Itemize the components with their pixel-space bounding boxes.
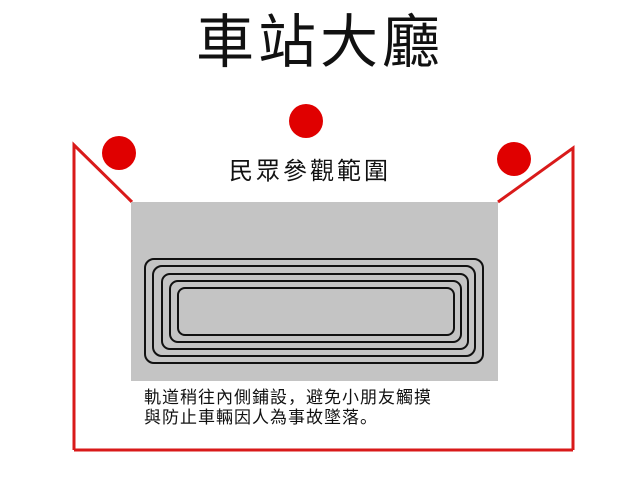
safety-note-line-2: 與防止車輛因人為事故墜落。 [144, 408, 378, 428]
boundary-right-wall [497, 145, 575, 450]
track-loop-3 [161, 273, 469, 350]
platform-area [131, 202, 498, 381]
track-loop-inner [177, 287, 455, 336]
light-center-icon [289, 104, 323, 138]
track-loop-4 [169, 280, 462, 343]
viewing-area-label: 民眾參觀範圍 [229, 157, 391, 185]
hall-boundary [72, 141, 575, 452]
lights [102, 104, 531, 176]
track-loops [144, 258, 484, 364]
safety-note: 軌道稍往內側鋪設，避免小朋友觸摸 與防止車輛因人為事故墜落。 [144, 388, 534, 428]
safety-note-line-1: 軌道稍往內側鋪設，避免小朋友觸摸 [144, 388, 432, 408]
track-loop-2 [152, 265, 476, 357]
boundary-left-wall [72, 141, 134, 450]
track-loop-outer [144, 258, 484, 364]
page-title: 車站大廳 [195, 8, 444, 76]
light-left-icon [102, 136, 136, 170]
light-right-icon [497, 142, 531, 176]
